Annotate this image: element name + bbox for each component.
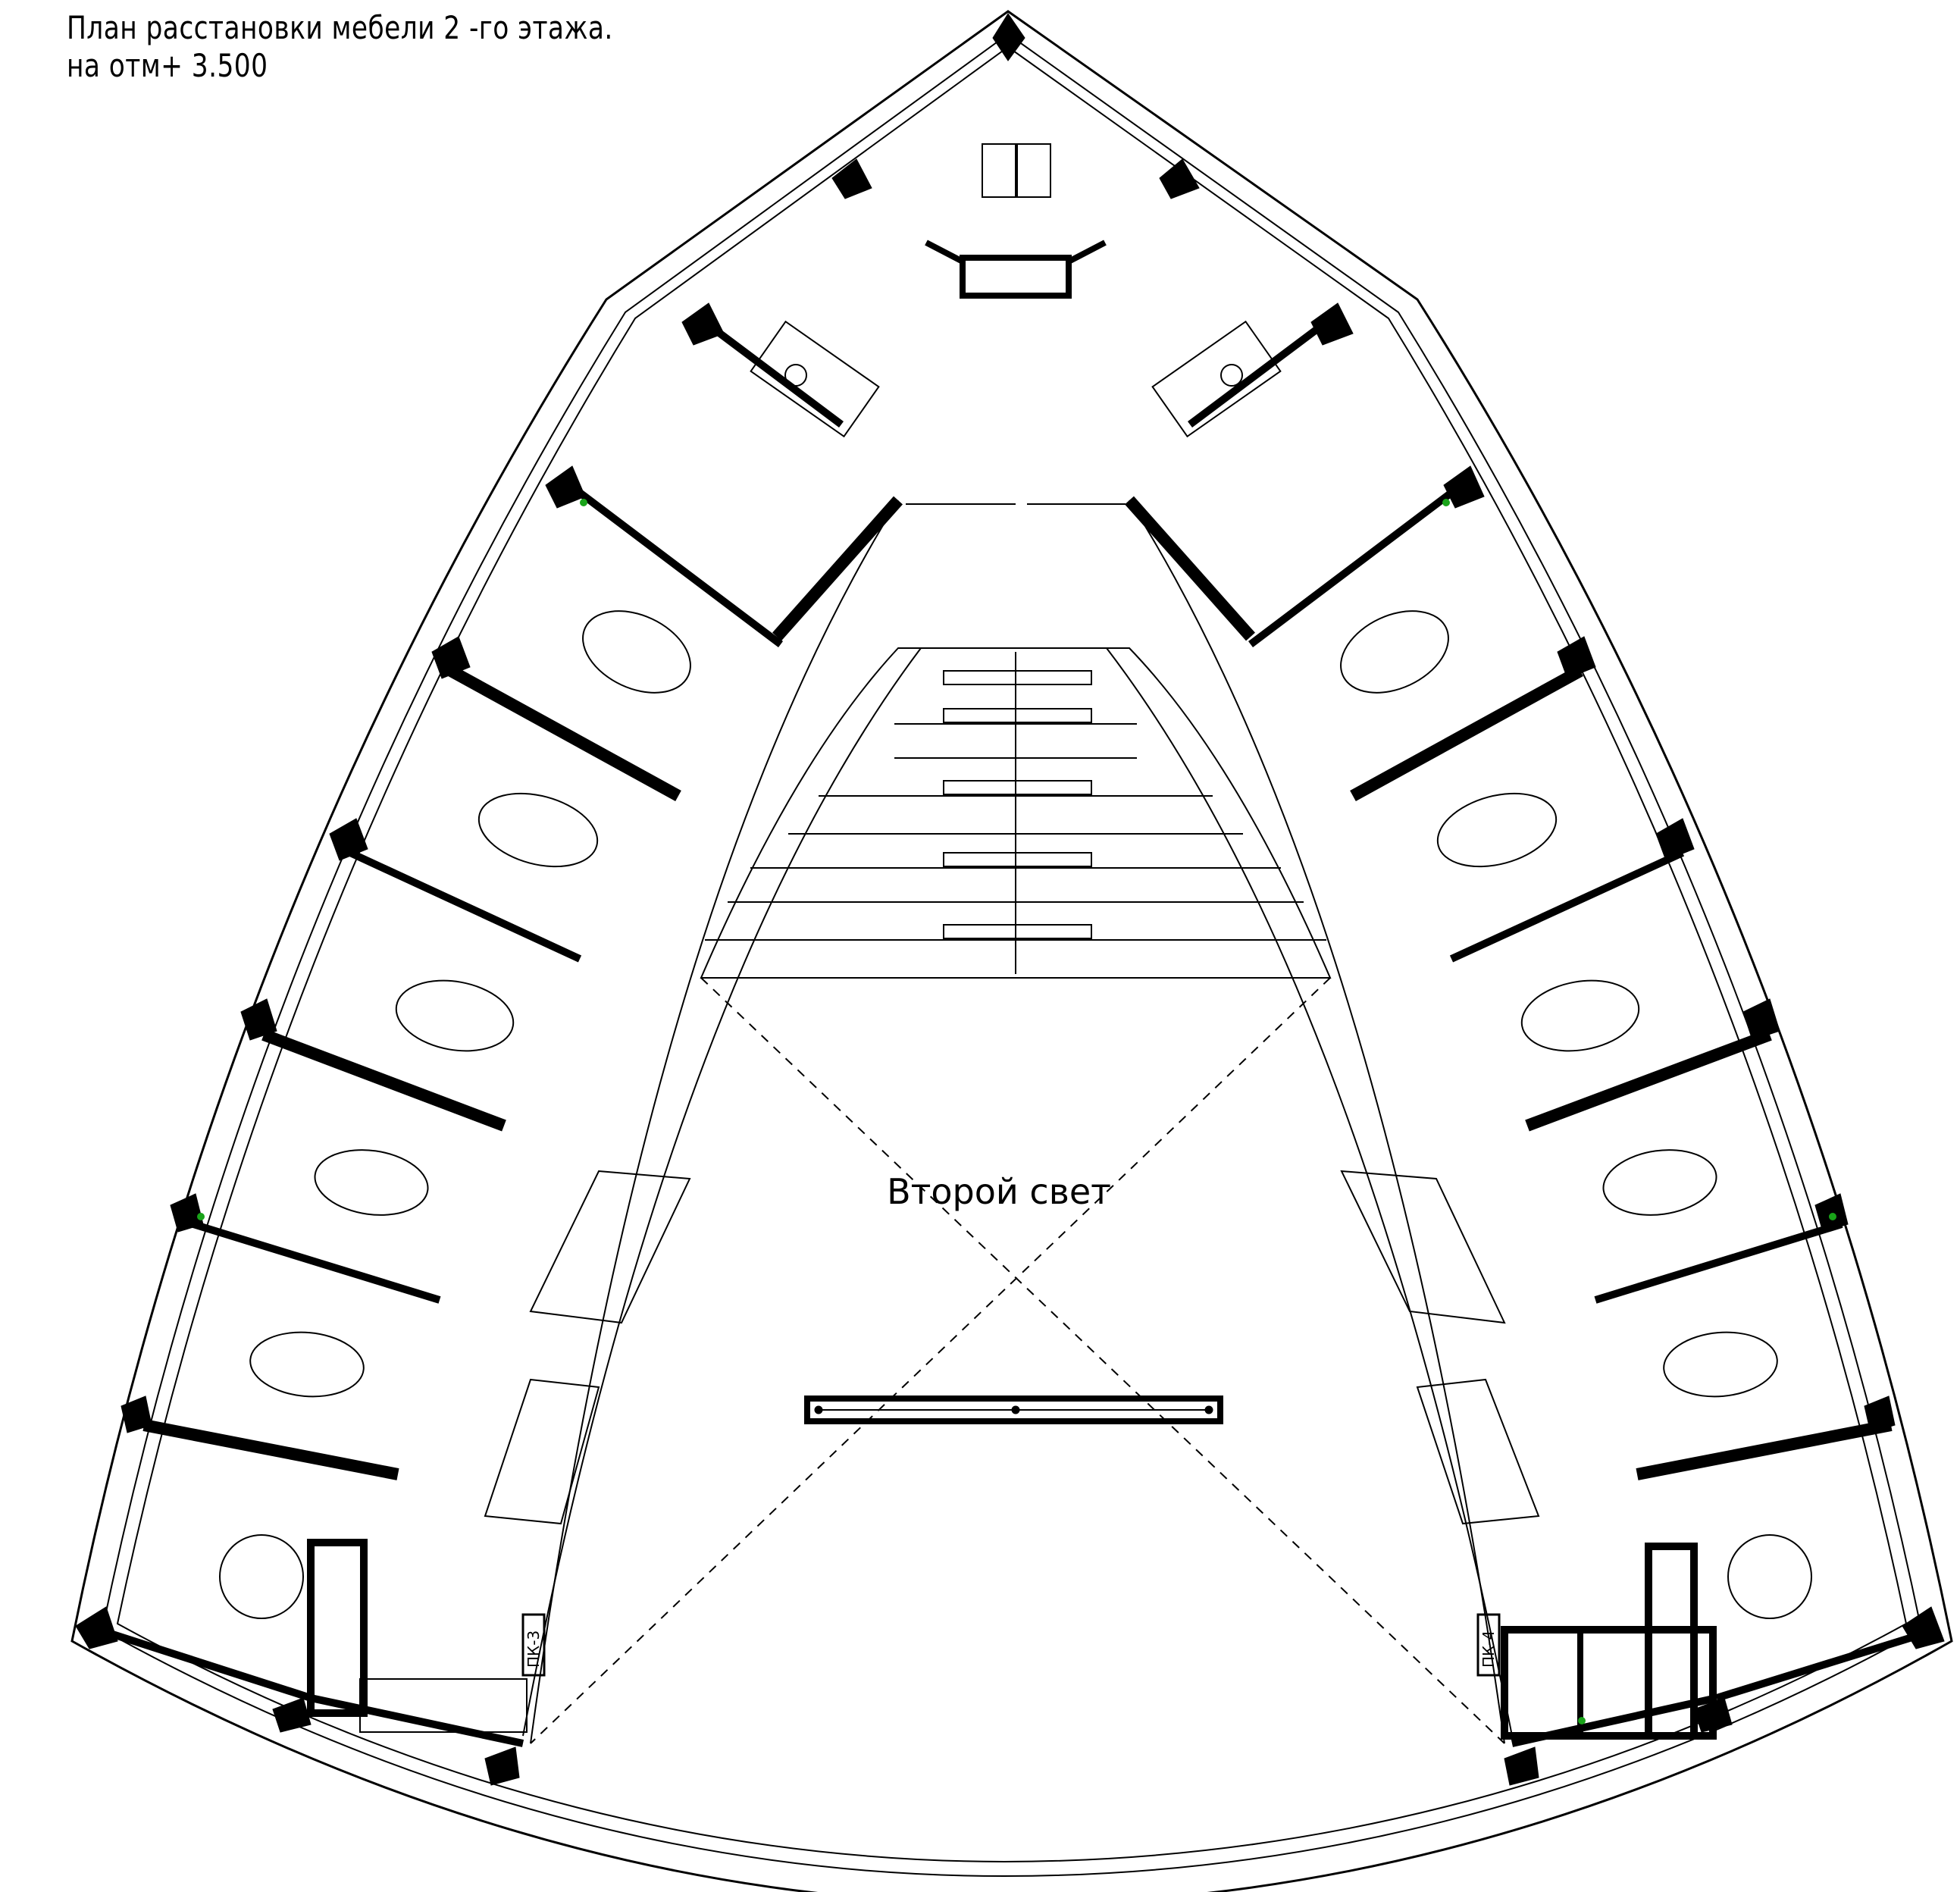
partitions-left [97, 319, 844, 1747]
meeting-tables [219, 610, 1812, 1619]
side-stair-left [484, 1170, 691, 1525]
shaft-pk4: ПК-4 [1476, 1613, 1501, 1677]
side-stair-right [1340, 1170, 1540, 1525]
top-lounge [925, 143, 1107, 299]
corridor-walls [522, 496, 1513, 1744]
kitchens [750, 320, 1282, 438]
facade-columns [75, 13, 1945, 1786]
title-line-1: План расстановки мебели 2 -го этажа. [67, 9, 613, 46]
shaft-pk3: ПК-3 [521, 1613, 546, 1677]
green-markers [197, 499, 1836, 1724]
restrooms [307, 1539, 1717, 1740]
partitions-right [1188, 319, 1938, 1747]
shaft-label-pk3: ПК-3 [524, 1630, 543, 1668]
drawing-title: План расстановки мебели 2 -го этажа. на … [67, 9, 613, 85]
title-line-2: на отм+ 3.500 [67, 47, 268, 84]
void-label: Второй свет [887, 1171, 1111, 1212]
outer-facade [70, 10, 1953, 1892]
center-beam [804, 1396, 1223, 1424]
void-diagonals [530, 977, 1505, 1744]
shaft-label-pk4: ПК-4 [1479, 1630, 1498, 1668]
